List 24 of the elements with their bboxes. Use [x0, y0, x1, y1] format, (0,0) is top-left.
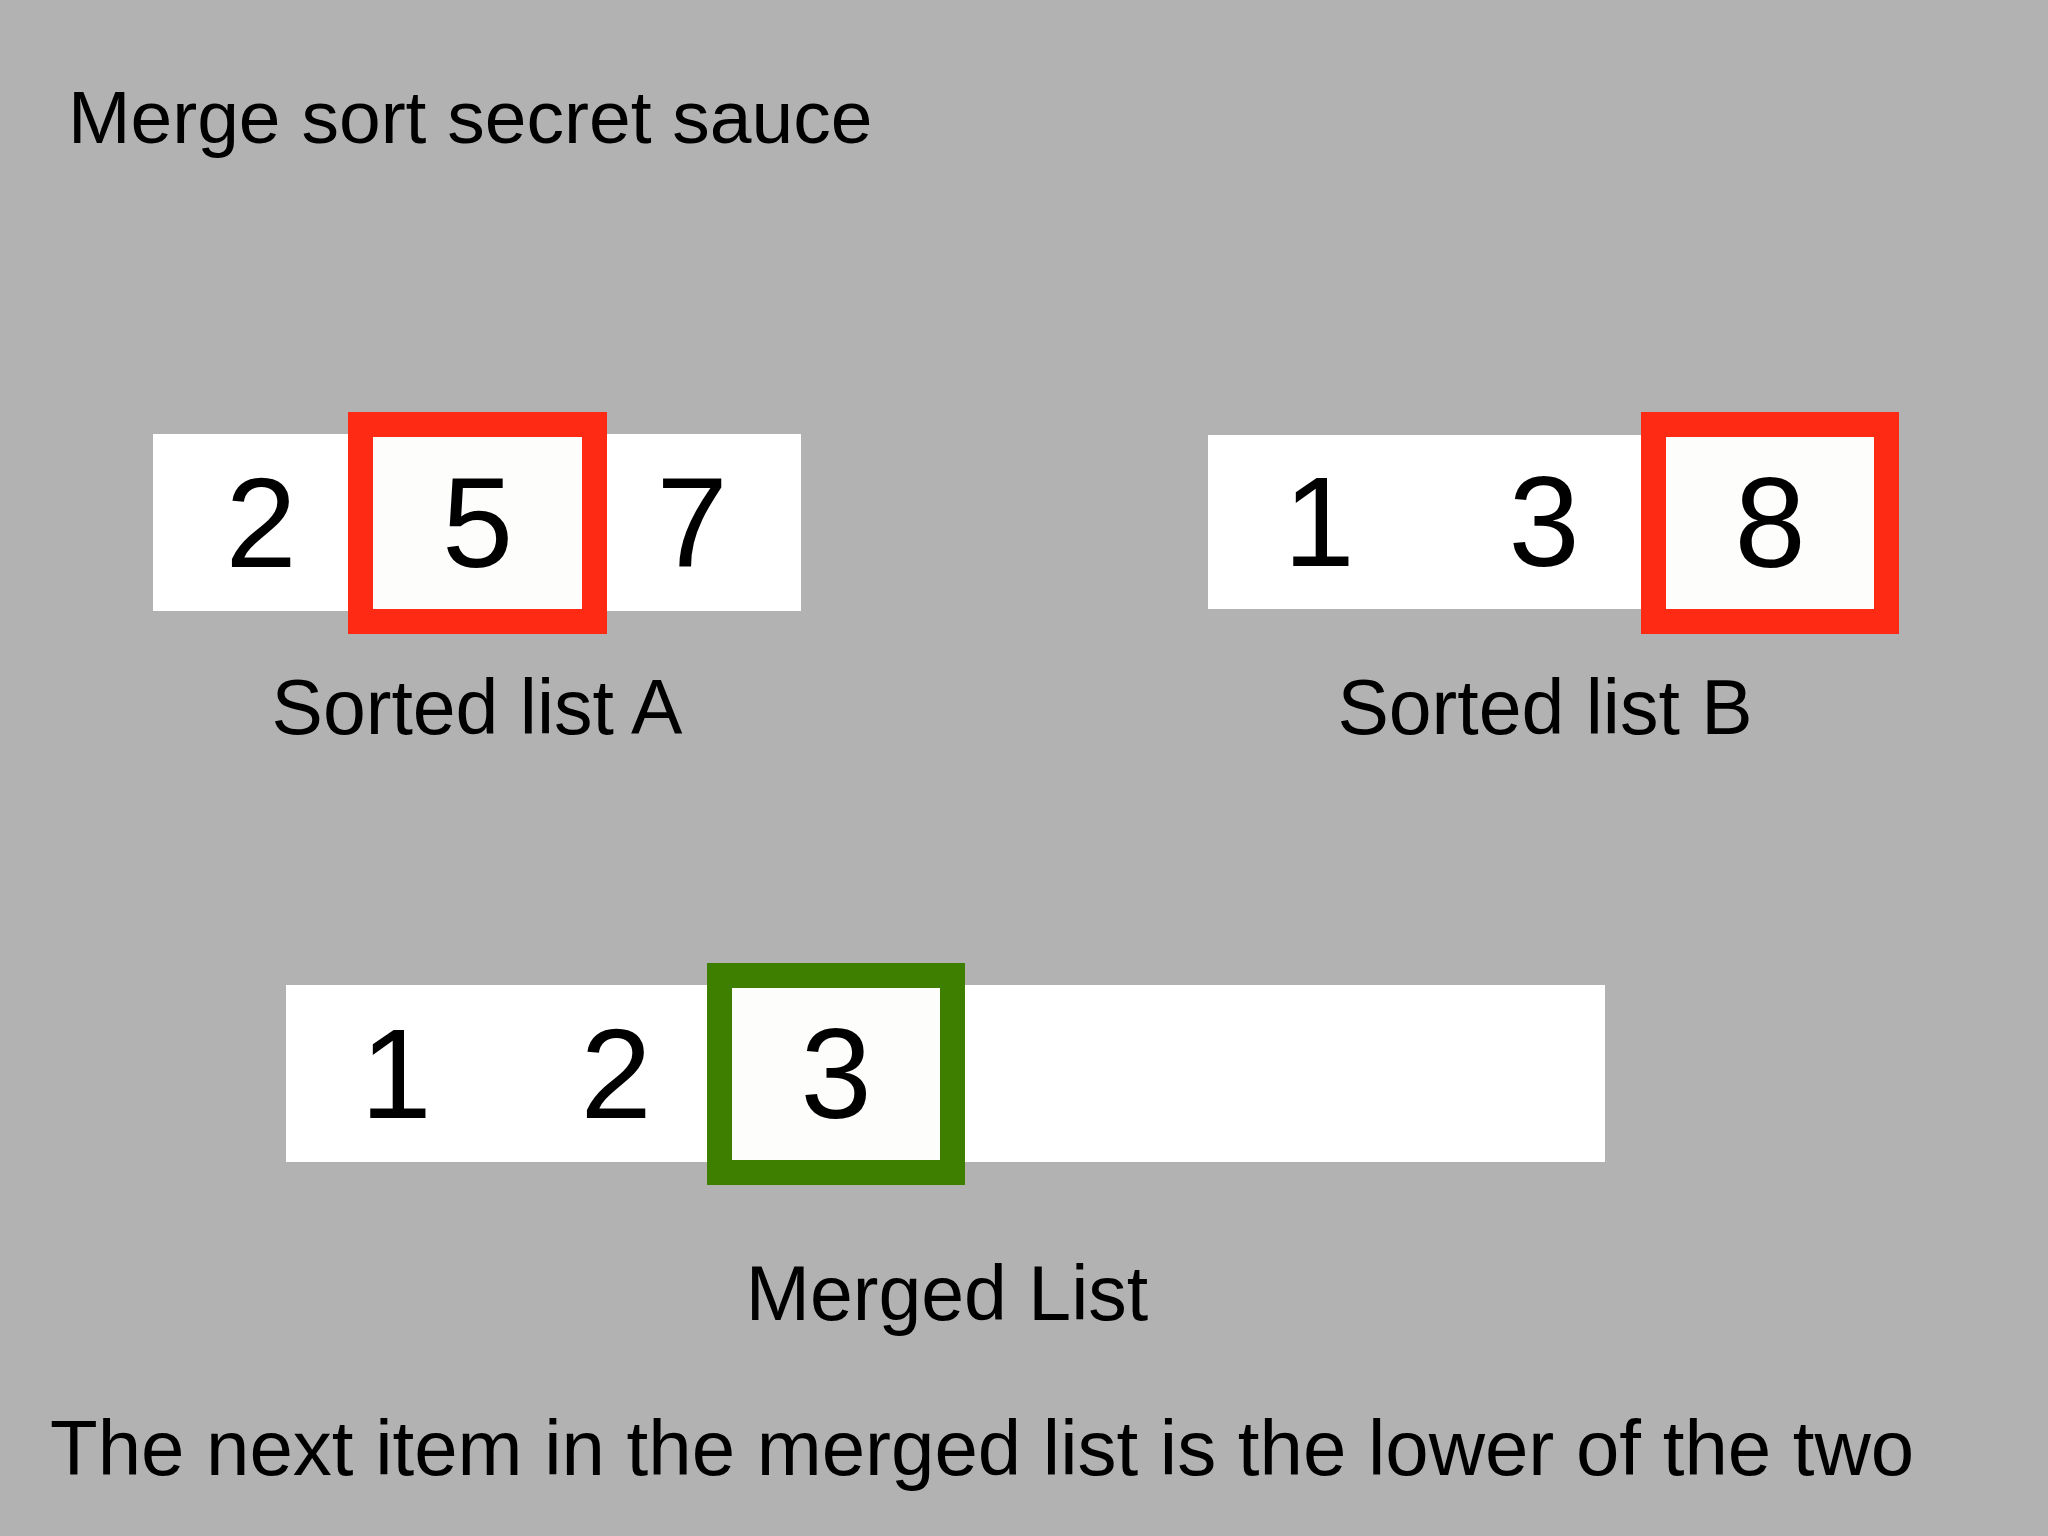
- list-number: 1: [360, 1009, 432, 1138]
- slide-title: Merge sort secret sauce: [68, 78, 873, 157]
- empty-list-cell: [965, 985, 1605, 1162]
- highlighted-list-cell: [707, 963, 965, 1185]
- highlighted-list-cell: [348, 412, 607, 634]
- slide-caption: The next item in the merged list is the lower of the two: [50, 1408, 1915, 1490]
- list-number: 8: [1734, 459, 1806, 587]
- list-number: 3: [1508, 458, 1580, 586]
- list-cell: [607, 434, 801, 611]
- list-number: 2: [225, 458, 297, 587]
- highlighted-list-cell: [1641, 412, 1899, 634]
- list-caption: Sorted list A: [271, 666, 683, 748]
- list-cell: [506, 985, 707, 1162]
- list-caption: Merged List: [745, 1252, 1149, 1334]
- list-cell: [153, 434, 348, 611]
- list-caption: Sorted list B: [1337, 666, 1753, 748]
- list-number: 2: [580, 1009, 652, 1138]
- list-cell: [1431, 435, 1641, 609]
- list-number: 5: [441, 459, 514, 587]
- list-cell: [286, 985, 506, 1162]
- list-number: 7: [656, 458, 728, 587]
- list-number: 3: [800, 1010, 872, 1138]
- list-cell: [1208, 435, 1431, 609]
- list-number: 1: [1283, 458, 1355, 586]
